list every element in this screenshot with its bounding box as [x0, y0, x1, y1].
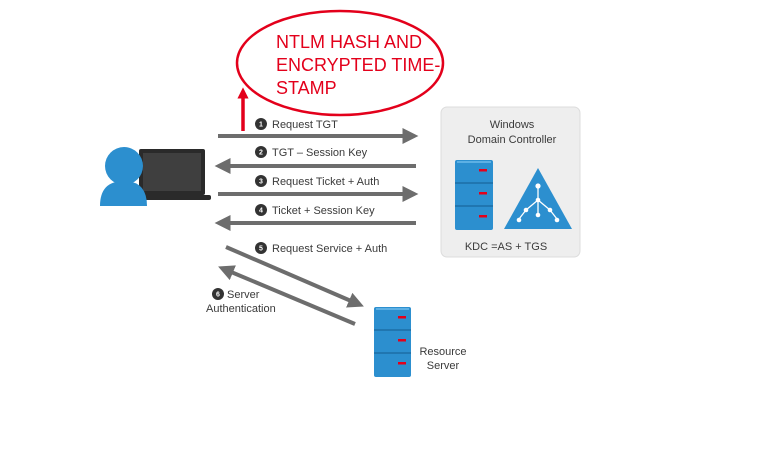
step-1-label: 1 Request TGT — [255, 118, 338, 131]
step-6-label: 6 Server Authentication — [206, 288, 276, 315]
step-3-number: 3 — [259, 179, 263, 186]
step-2-text: TGT – Session Key — [272, 147, 368, 159]
user-at-laptop-icon — [100, 147, 211, 206]
step-2-number: 2 — [259, 150, 263, 157]
dc-title-line-2: Domain Controller — [468, 134, 557, 146]
step-5-text: Request Service + Auth — [272, 243, 387, 255]
annotation-line-3: STAMP — [276, 78, 337, 98]
step-6-text-line-1: Server — [227, 289, 260, 301]
annotation-line-1: NTLM HASH AND — [276, 32, 422, 52]
network-tree-icon — [504, 168, 572, 229]
step-4-text: Ticket + Session Key — [272, 205, 375, 217]
step-5-number: 5 — [259, 246, 263, 253]
step-4-label: 4 Ticket + Session Key — [255, 204, 375, 217]
arrow-step-5 — [225, 245, 364, 308]
step-5-label: 5 Request Service + Auth — [255, 242, 387, 255]
step-6-text-line-2: Authentication — [206, 303, 276, 315]
annotation-ellipse — [235, 9, 445, 117]
step-3-text: Request Ticket + Auth — [272, 176, 379, 188]
domain-controller-panel: Windows Domain Controller — [440, 106, 581, 258]
resource-server-label-line-2: Server — [427, 360, 460, 372]
resource-server-icon — [374, 307, 411, 377]
step-3-label: 3 Request Ticket + Auth — [255, 175, 379, 188]
dc-caption: KDC =AS + TGS — [465, 241, 547, 253]
step-6-number: 6 — [216, 292, 220, 299]
step-1-number: 1 — [259, 122, 263, 129]
step-2-label: 2 TGT – Session Key — [255, 146, 368, 159]
server-icon — [455, 160, 493, 230]
annotation-line-2: ENCRYPTED TIME- — [276, 55, 440, 75]
resource-server-label-line-1: Resource — [419, 346, 466, 358]
dc-title-line-1: Windows — [490, 119, 535, 131]
arrow-step-6 — [218, 265, 356, 326]
step-4-number: 4 — [259, 208, 263, 215]
ntlm-annotation: NTLM HASH AND ENCRYPTED TIME- STAMP — [235, 9, 445, 131]
step-1-text: Request TGT — [272, 119, 338, 131]
